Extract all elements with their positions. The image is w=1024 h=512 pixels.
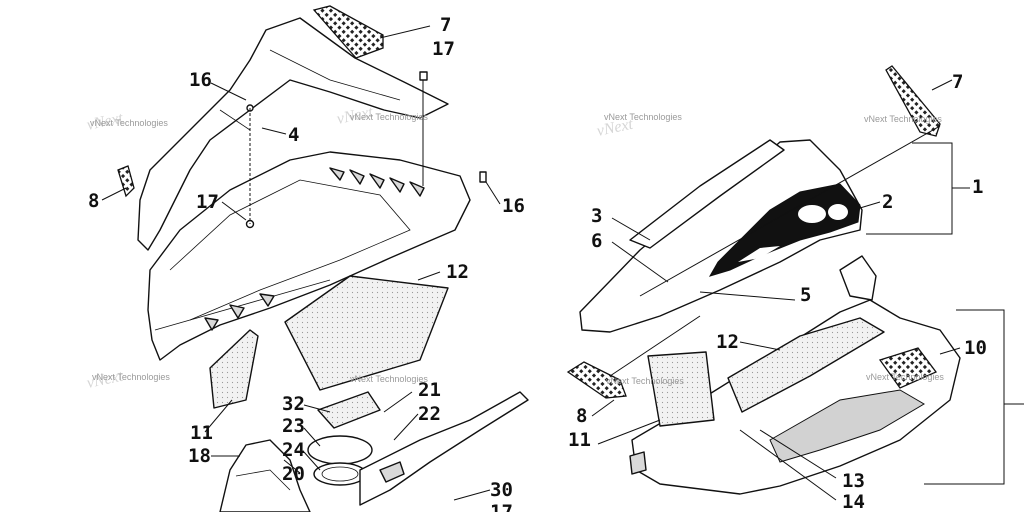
bracket-10 (924, 309, 1005, 485)
watermark-4: vNext Technologies (350, 374, 428, 384)
callout-1: 1 (972, 176, 983, 198)
bracket-1 (866, 142, 953, 235)
watermark-1: vNext Technologies (90, 118, 168, 128)
foam-block-left (284, 275, 449, 391)
watermark-8: vNext Technologies (866, 372, 944, 382)
callout-18: 18 (188, 445, 211, 467)
callout-17-top: 17 (432, 38, 455, 60)
callout-17-bottom: 17 (490, 501, 513, 512)
watermark-7: vNext Technologies (606, 376, 684, 386)
callout-20: 20 (282, 463, 305, 485)
hood-frame (147, 151, 471, 361)
watermark-5: vNext Technologies (604, 112, 682, 122)
callout-11-left: 11 (190, 422, 213, 444)
callout-32: 32 (282, 393, 305, 415)
frame-fins (204, 167, 425, 331)
right-assembly: vNext vNext Technologies vNext Technolog… (566, 65, 1024, 512)
callout-11-right: 11 (568, 429, 591, 451)
watermark-6: vNext Technologies (864, 114, 942, 124)
callout-3: 3 (591, 205, 602, 227)
leader-lines-right (591, 79, 961, 501)
plate-32 (317, 391, 381, 429)
callout-14: 14 (842, 491, 865, 512)
lower-side-vent (878, 347, 938, 389)
ring-23 (307, 435, 373, 465)
callout-4: 4 (288, 124, 299, 146)
callout-23: 23 (282, 415, 305, 437)
hood-upper-panel (137, 17, 449, 251)
callout-24: 24 (282, 439, 305, 461)
callout-16-right: 16 (502, 195, 525, 217)
callout-7-left: 7 (440, 14, 451, 36)
callout-5: 5 (800, 284, 811, 306)
vent-grille-right (885, 65, 941, 137)
side-panel-lower (631, 299, 961, 495)
callout-16-left: 16 (189, 69, 212, 91)
callout-12-left: 12 (446, 261, 469, 283)
left-assembly: vNext vNext Technologies vNext vNext Tec… (85, 5, 529, 512)
leader-lines-left (101, 25, 501, 501)
side-panel-lower-top-fin (839, 255, 877, 301)
callout-7-right: 7 (952, 71, 963, 93)
callout-8-right: 8 (576, 405, 587, 427)
side-vent-left (117, 165, 135, 198)
side-panel-upper (579, 139, 863, 333)
callout-22: 22 (418, 403, 441, 425)
callout-10: 10 (964, 337, 987, 359)
callout-17-mid: 17 (196, 191, 219, 213)
foam-pad-right (647, 351, 715, 427)
callout-30: 30 (490, 479, 513, 501)
callout-6: 6 (591, 230, 602, 252)
callout-8-left: 8 (88, 190, 99, 212)
callout-12-right: 12 (716, 331, 739, 353)
graphic-decal-13 (769, 389, 925, 463)
vent-grille-part (312, 5, 384, 59)
watermark-2: vNext Technologies (350, 112, 428, 122)
decal-panel-3 (629, 139, 785, 249)
fasteners (245, 71, 487, 229)
lower-bezel (219, 439, 311, 512)
watermark-3: vNext Technologies (92, 372, 170, 382)
graphic-decal-2 (708, 183, 861, 277)
callout-21: 21 (418, 379, 441, 401)
callout-2: 2 (882, 191, 893, 213)
foam-block-right (727, 317, 885, 413)
callout-13: 13 (842, 470, 865, 492)
side-vent-right (566, 361, 627, 399)
foam-pad-left (209, 329, 259, 409)
lower-bracket (359, 391, 529, 506)
